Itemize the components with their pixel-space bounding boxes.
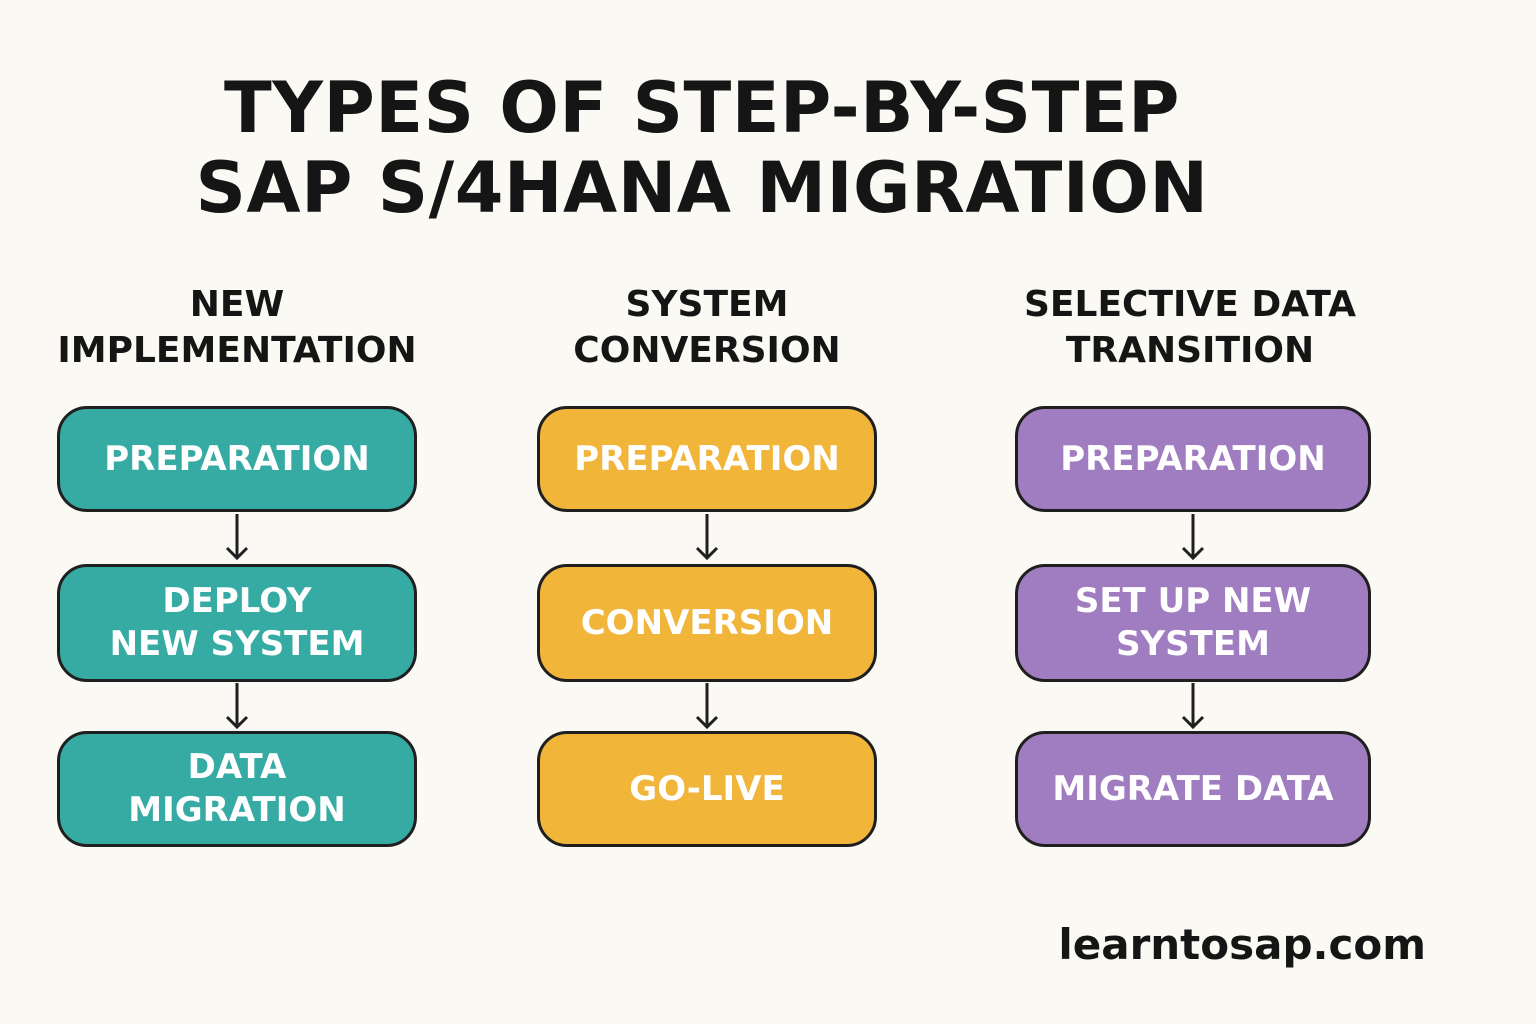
step-label: PREPARATION	[574, 438, 840, 479]
step-list: PREPARATION CONVERSION GO-LIVE	[472, 282, 942, 982]
step-box-conversion: CONVERSION	[537, 564, 877, 682]
down-arrow-icon	[695, 683, 719, 731]
column-new-implementation: NEW IMPLEMENTATION PREPARATION DEPLOY NE…	[2, 282, 472, 847]
column-system-conversion: SYSTEM CONVERSION PREPARATION CONVERSION…	[472, 282, 942, 847]
step-box-preparation: PREPARATION	[537, 406, 877, 512]
column-heading-line: SELECTIVE DATA	[1024, 284, 1356, 325]
column-heading-line: CONVERSION	[573, 330, 841, 371]
step-list: PREPARATION DEPLOY NEW SYSTEM DATA MIGRA…	[2, 282, 472, 982]
column-heading-line: TRANSITION	[1065, 330, 1315, 371]
step-label: PREPARATION	[104, 438, 370, 479]
step-label: NEW SYSTEM	[109, 624, 365, 664]
step-label: DEPLOY	[162, 581, 312, 621]
column-heading-line: IMPLEMENTATION	[57, 330, 417, 371]
step-box-preparation: PREPARATION	[1015, 406, 1371, 512]
step-box-go-live: GO-LIVE	[537, 731, 877, 847]
column-selective-data-transition: SELECTIVE DATA TRANSITION PREPARATION SE…	[955, 282, 1425, 847]
step-box-preparation: PREPARATION	[57, 406, 417, 512]
column-heading: SYSTEM CONVERSION	[472, 282, 942, 378]
step-label: MIGRATE DATA	[1052, 768, 1334, 809]
step-box-set-up-new-system: SET UP NEW SYSTEM	[1015, 564, 1371, 682]
step-label: MIGRATION	[128, 790, 346, 830]
step-label: GO-LIVE	[629, 768, 785, 809]
step-label: SET UP NEW	[1074, 581, 1312, 621]
title-line-2: SAP S/4HANA MIGRATION	[195, 147, 1209, 229]
title-line-1: TYPES OF STEP-BY-STEP	[224, 67, 1180, 149]
down-arrow-icon	[225, 683, 249, 731]
diagram-title: TYPES OF STEP-BY-STEP SAP S/4HANA MIGRAT…	[0, 68, 1404, 228]
column-heading: NEW IMPLEMENTATION	[2, 282, 472, 378]
step-label: DATA	[187, 747, 287, 787]
website-footer-text: learntosap.com	[1058, 920, 1426, 969]
column-heading-line: NEW	[189, 284, 285, 325]
down-arrow-icon	[695, 514, 719, 562]
column-heading-line: SYSTEM	[625, 284, 789, 325]
step-box-migrate-data: MIGRATE DATA	[1015, 731, 1371, 847]
step-box-data-migration: DATA MIGRATION	[57, 731, 417, 847]
step-label: PREPARATION	[1060, 438, 1326, 479]
step-label: SYSTEM	[1116, 624, 1270, 664]
down-arrow-icon	[1181, 514, 1205, 562]
down-arrow-icon	[1181, 683, 1205, 731]
step-label: CONVERSION	[580, 602, 834, 643]
column-heading: SELECTIVE DATA TRANSITION	[955, 282, 1425, 378]
step-box-deploy-new-system: DEPLOY NEW SYSTEM	[57, 564, 417, 682]
step-list: PREPARATION SET UP NEW SYSTEM MIGRATE DA…	[955, 282, 1425, 982]
down-arrow-icon	[225, 514, 249, 562]
